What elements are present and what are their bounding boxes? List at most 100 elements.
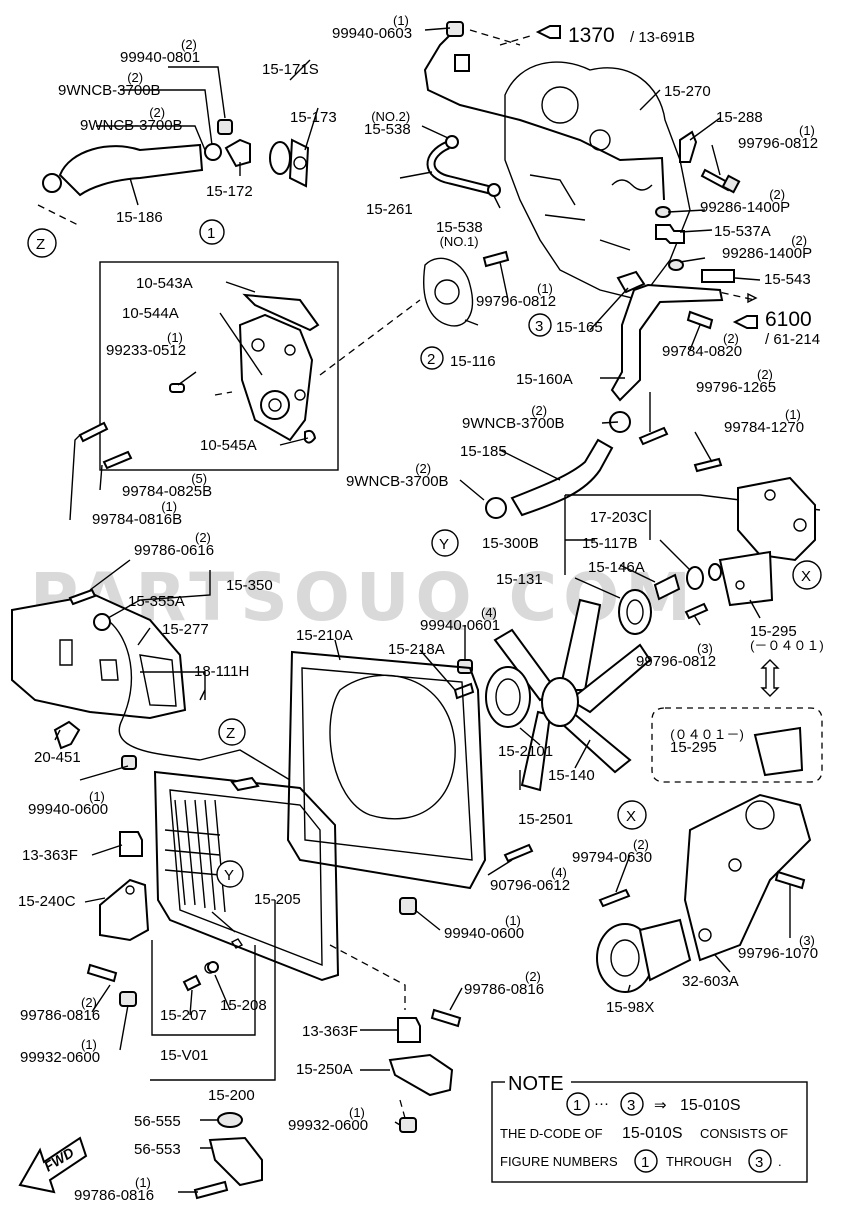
part-label-p99940-0601: 99940-0601 xyxy=(420,617,500,634)
nut-icon xyxy=(399,897,417,915)
part-label-p15-140: 15-140 xyxy=(548,767,595,784)
nut-icon xyxy=(121,755,137,770)
bracket-32-603a xyxy=(683,793,812,962)
part-label-p99796-1070: 99796-1070 xyxy=(738,945,818,962)
part-label-p99796-0812a: 99796-0812 xyxy=(738,135,818,152)
part-label-p10-544a: 10-544A xyxy=(122,305,179,322)
part-label-p99796-1265: 99796-1265 xyxy=(696,379,776,396)
part-qty-p99940-0601: (4) xyxy=(481,605,497,620)
ref-6100: 6100 xyxy=(765,308,812,331)
nut-icon xyxy=(446,21,464,37)
callout-y-radiator: Y xyxy=(216,860,244,888)
part-label-p99932-0600b: 99932-0600 xyxy=(288,1117,368,1134)
bracket-56-553 xyxy=(208,1136,263,1187)
part-label-p9wncb-b: 9WNCB-3700B xyxy=(80,117,183,134)
cushion-56-555 xyxy=(217,1112,243,1128)
part-qty-p99784-1270: (1) xyxy=(785,407,801,422)
bolt-icon xyxy=(638,426,669,446)
ref-arrow-icon xyxy=(535,25,561,39)
svg-text:X: X xyxy=(801,568,811,585)
fan-clutch-15-2101 xyxy=(485,666,531,728)
bolt-icon xyxy=(684,602,709,620)
clip-20-451 xyxy=(53,720,81,750)
callout-x-fan: X xyxy=(792,560,822,590)
water-pump-box xyxy=(99,261,421,471)
reservoir-cap xyxy=(93,613,111,631)
pin-99233 xyxy=(169,383,185,393)
mount-13-363f xyxy=(119,831,143,857)
part-label-p15-208: 15-208 xyxy=(220,997,267,1014)
reservoir-body xyxy=(11,593,187,720)
svg-text:Z: Z xyxy=(226,725,235,742)
radiator-cap xyxy=(230,776,260,792)
part-label-p99796-0812c: 99796-0812 xyxy=(636,653,716,670)
part-label-p99784-0820: 99784-0820 xyxy=(662,343,742,360)
part-label-p10-543a: 10-543A xyxy=(136,275,193,292)
reservoir-tank xyxy=(11,588,206,761)
lower-hose xyxy=(510,438,614,517)
fan-clutch-15-146a xyxy=(653,573,681,601)
bypass-pipe xyxy=(423,29,665,201)
part-label-p9wncb-a: 9WNCB-3700B xyxy=(58,82,161,99)
part-label-p15-538a: 15-538 xyxy=(364,121,411,138)
upper-hose xyxy=(58,143,204,197)
part-label-p15-300b: 15-300B xyxy=(482,535,539,552)
part-qty-p99796-0812b: (1) xyxy=(537,281,553,296)
part-label-p18-111h: 18-111H xyxy=(194,663,249,680)
part-labels: 99940-0603(1)99940-0801(2)9WNCB-3700B(2)… xyxy=(18,13,824,1204)
part-label-p99786-0616: 99786-0616 xyxy=(134,542,214,559)
callout-z-top: Z xyxy=(27,228,57,258)
note-to: 3 xyxy=(627,1097,635,1114)
part-label-p99932-0600a: 99932-0600 xyxy=(20,1049,100,1066)
part-label-p15-171s: 15-171S xyxy=(262,61,319,78)
pulley-15-117b xyxy=(686,566,704,590)
bolt-icon xyxy=(86,963,118,983)
gasket-10-545a xyxy=(304,429,317,444)
drain-plug-15-207 xyxy=(182,974,202,992)
part-label-p15-288: 15-288 xyxy=(716,109,763,126)
drain-15-208 xyxy=(207,961,219,973)
part-label-p15-261: 15-261 xyxy=(366,201,413,218)
pipe-15-537a xyxy=(655,224,685,244)
fan-blade xyxy=(568,643,652,714)
part-label-p15-270: 15-270 xyxy=(664,83,711,100)
part-qty-p99286-a: (2) xyxy=(769,187,785,202)
clamp-icon xyxy=(485,497,507,519)
note-dots: ··· xyxy=(594,1095,609,1112)
water-pump-impeller xyxy=(260,390,290,420)
part-qty-p99796-0812a: (1) xyxy=(799,123,815,138)
clamp-icon xyxy=(42,173,62,193)
svg-text:X: X xyxy=(626,808,636,825)
ref-1370: 1370 xyxy=(568,24,615,47)
part-label-p99940-0600a: 99940-0600 xyxy=(28,801,108,818)
part-qty-p99794-0630: (2) xyxy=(633,837,649,852)
part-label-p15-165: 15-165 xyxy=(556,319,603,336)
part-qty-p99233: (1) xyxy=(167,330,183,345)
part-qty-p99932-0600a: (1) xyxy=(81,1037,97,1052)
hose-15-543 xyxy=(701,269,735,283)
note-line3-from: 1 xyxy=(641,1154,649,1171)
part-qty-p99786-0816a: (2) xyxy=(525,969,541,984)
part-label-p13-363f-b: 13-363F xyxy=(302,1023,358,1040)
ref-arrow-icon xyxy=(732,315,758,329)
callout-two: 2 xyxy=(420,346,444,370)
part-qty-p15-295b: (０４０１－) xyxy=(670,727,744,742)
part-label-p15-117b: 15-117B xyxy=(582,535,638,552)
part-label-p99784-0816b: 99784-0816B xyxy=(92,511,182,528)
part-label-p99286-a: 99286-1400P xyxy=(700,199,790,216)
part-qty-p99786-0816c: (1) xyxy=(135,1175,151,1190)
part-qty-p99940-0801: (2) xyxy=(181,37,197,52)
part-label-p15-98x: 15-98X xyxy=(606,999,654,1016)
radiator xyxy=(153,749,340,982)
fan-blade xyxy=(520,710,552,792)
gasket-icon xyxy=(668,259,684,271)
part-label-p15-185: 15-185 xyxy=(460,443,507,460)
part-label-p32-603a: 32-603A xyxy=(682,973,739,990)
part-label-p15-210a: 15-210A xyxy=(296,627,353,644)
clamp-no1-icon xyxy=(487,183,501,197)
callout-x-bracket: X xyxy=(617,800,647,830)
part-label-p10-545a: 10-545A xyxy=(200,437,257,454)
svg-text:Z: Z xyxy=(36,236,45,253)
callout-y-hose: Y xyxy=(431,529,459,557)
x-box-outline xyxy=(651,707,823,783)
